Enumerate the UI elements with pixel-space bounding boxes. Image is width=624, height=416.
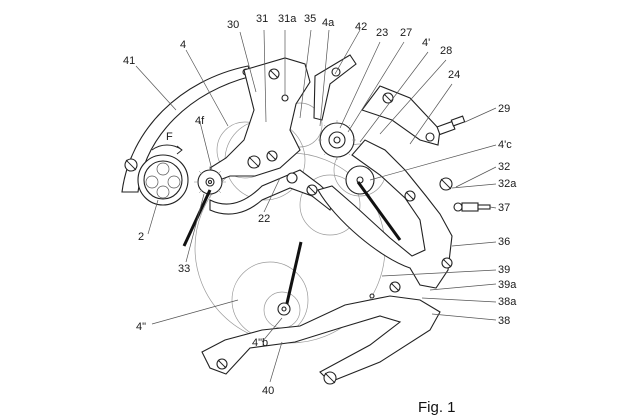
lever-22	[209, 169, 335, 215]
label-F: F	[166, 131, 173, 143]
label-38: 38	[498, 315, 510, 327]
label-36: 36	[498, 236, 510, 248]
arrow-F	[151, 144, 183, 151]
label-28: 28	[440, 45, 452, 57]
reference-labels: 41 4 30 31 31a 35 4a 42 23 27 4' 28 24 2…	[123, 13, 517, 397]
label-27: 27	[400, 27, 412, 39]
label-4-double-prime-b: 4"b	[252, 337, 268, 349]
label-29: 29	[498, 103, 510, 115]
leader-lines	[135, 29, 497, 383]
label-35: 35	[304, 13, 316, 25]
label-24: 24	[448, 69, 460, 81]
star-wheel-33	[194, 166, 226, 198]
label-38a: 38a	[498, 296, 517, 308]
label-4-double-prime: 4"	[136, 321, 146, 333]
pinion-23	[318, 120, 356, 160]
label-4a: 4a	[322, 17, 335, 29]
hand-33	[182, 189, 212, 247]
figure-caption: Fig. 1	[418, 399, 456, 416]
label-32: 32	[498, 161, 510, 173]
label-32a: 32a	[498, 178, 517, 190]
lever-28	[361, 85, 441, 146]
label-23: 23	[376, 27, 388, 39]
pusher-29	[436, 115, 466, 136]
label-31a: 31a	[278, 13, 297, 25]
label-30: 30	[227, 19, 239, 31]
arm-40	[201, 295, 441, 383]
pusher-37	[461, 202, 491, 212]
label-22: 22	[258, 213, 270, 225]
lever-36	[317, 139, 453, 289]
label-37: 37	[498, 202, 510, 214]
barrel-2	[137, 154, 189, 206]
label-4: 4	[180, 39, 186, 51]
label-4c: 4'c	[498, 139, 512, 151]
label-4f: 4f	[195, 115, 205, 127]
hand-4b	[283, 241, 303, 313]
hand-4c	[356, 181, 402, 241]
label-39a: 39a	[498, 279, 517, 291]
spring-42	[313, 54, 357, 121]
label-33: 33	[178, 263, 190, 275]
label-31: 31	[256, 13, 268, 25]
label-2: 2	[138, 231, 144, 243]
label-42: 42	[355, 21, 367, 33]
label-41: 41	[123, 55, 135, 67]
label-39: 39	[498, 264, 510, 276]
label-40: 40	[262, 385, 274, 397]
label-4-prime: 4'	[422, 37, 430, 49]
